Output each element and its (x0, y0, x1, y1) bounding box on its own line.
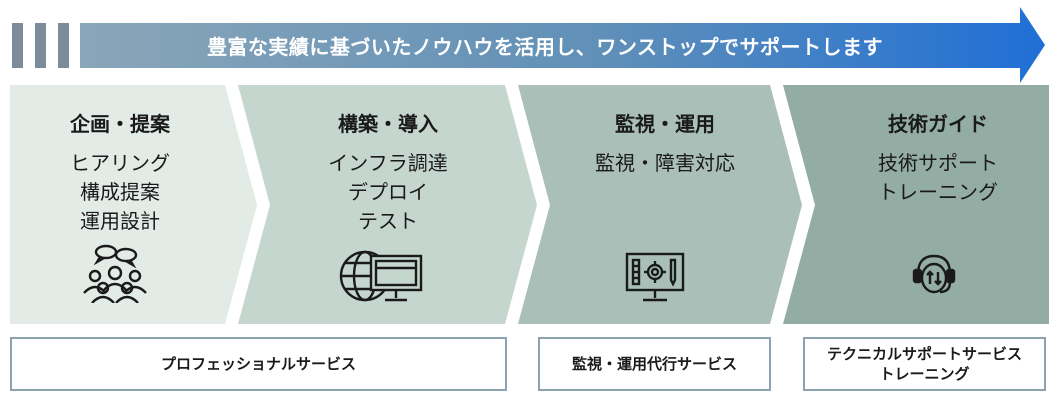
banner-text: 豊富な実績に基づいたノウハウを活用し、ワンストップでサポートします (206, 35, 884, 59)
banner-stripe-3 (58, 23, 69, 68)
service-label: テクニカルサポートサービス (826, 345, 1022, 363)
stage-chevron-1 (10, 85, 257, 324)
stage-chevron-3 (518, 85, 802, 324)
support-headset-icon (910, 252, 958, 296)
stage-item: 運用設計 (80, 209, 160, 233)
stage-item: トレーニング (878, 180, 998, 204)
service-label: トレーニング (879, 365, 970, 383)
stage-item: デプロイ (348, 180, 428, 204)
stage-item: 監視・障害対応 (595, 151, 735, 175)
stage-title: 構築・導入 (338, 112, 438, 136)
stage-item: ヒアリング (70, 151, 170, 175)
banner-arrow-body (80, 7, 1045, 83)
service-box-professional: プロフェッショナルサービス (10, 337, 507, 391)
people-discussion-icon (80, 243, 150, 303)
globe-computer-icon (339, 248, 427, 304)
service-label: プロフェッショナルサービス (160, 355, 356, 373)
stage-item: 構成提案 (80, 180, 160, 204)
service-box-monitoring: 監視・運用代行サービス (538, 337, 771, 391)
stage-title: 監視・運用 (615, 112, 715, 136)
stage-item: 技術サポート (878, 151, 998, 175)
stage-item: インフラ調達 (328, 151, 448, 175)
monitor-gear-icon (623, 250, 687, 304)
banner-stripe-2 (35, 23, 46, 68)
stage-item: テスト (358, 209, 418, 233)
banner-arrow (12, 7, 1045, 83)
stage-operations: 監視・運用 監視・障害対応 (565, 108, 765, 178)
stage-planning: 企画・提案 ヒアリング 構成提案 運用設計 (20, 108, 220, 236)
service-label: 監視・運用代行サービス (571, 355, 737, 373)
service-box-tech-support: テクニカルサポートサービス トレーニング (803, 337, 1046, 391)
stage-tech-guide: 技術ガイド 技術サポート トレーニング (838, 108, 1038, 207)
stage-chevron-2 (238, 85, 537, 324)
stage-title: 企画・提案 (70, 112, 170, 136)
banner-stripe-1 (12, 23, 23, 68)
stage-chevron-4 (783, 85, 1049, 324)
stage-title: 技術ガイド (888, 112, 988, 136)
stage-build: 構築・導入 インフラ調達 デプロイ テスト (288, 108, 488, 236)
